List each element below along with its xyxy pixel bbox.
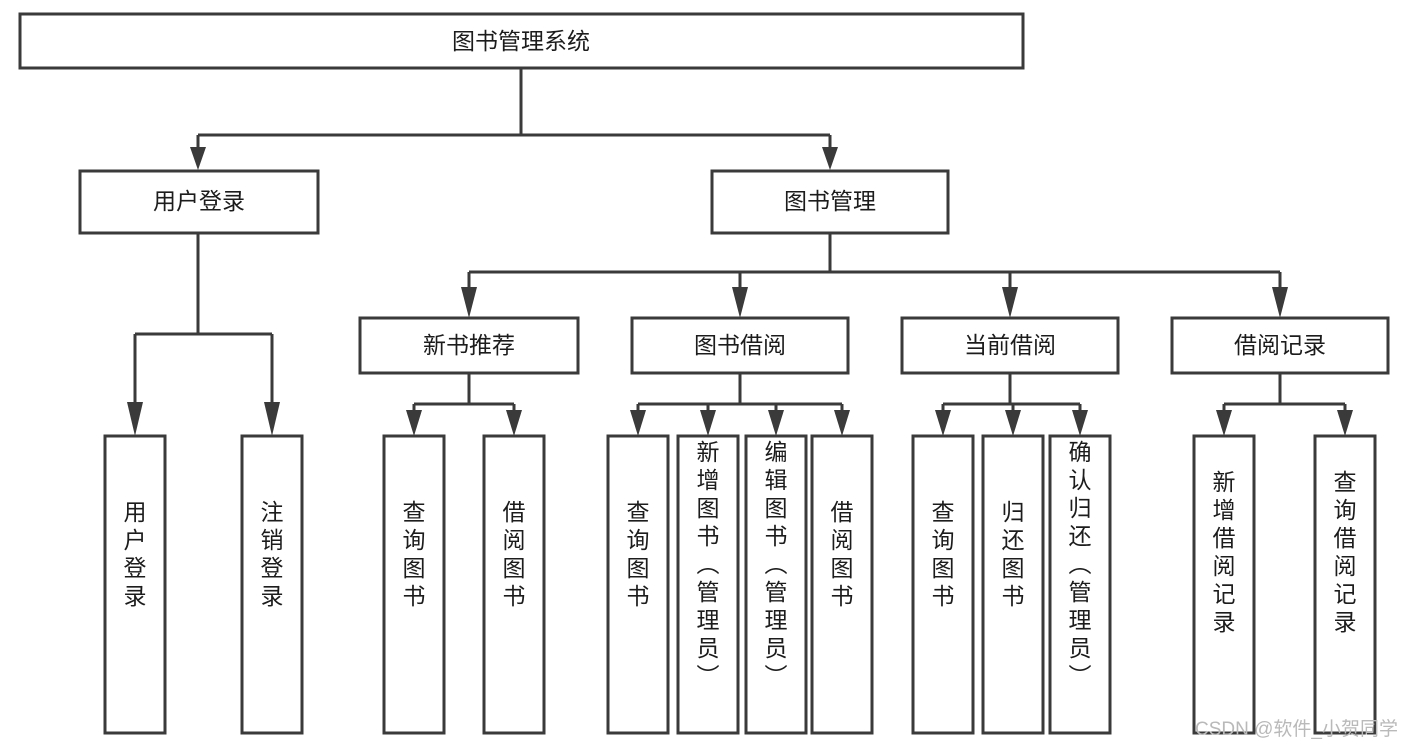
node-book-manage-label: 图书管理 xyxy=(784,188,876,214)
node-root-box[interactable] xyxy=(18,12,1025,70)
node-leaf-query-record[interactable]: 查询借阅记录 xyxy=(1313,434,1377,735)
node-leaf-query-book-1-label: 查询图书 xyxy=(403,499,426,609)
node-book-manage-box[interactable] xyxy=(710,169,950,235)
arrow-head-leaf-confirm-return xyxy=(1072,410,1088,436)
node-leaf-borrow-book-1-label: 借阅图书 xyxy=(503,499,526,609)
node-leaf-query-book-3[interactable]: 查询图书 xyxy=(911,434,975,735)
node-new-book-recommend[interactable]: 新书推荐 xyxy=(358,316,580,375)
node-leaf-return-book-label: 归还图书 xyxy=(1002,499,1025,609)
node-borrow-record-box[interactable] xyxy=(1170,316,1390,375)
node-book-manage[interactable]: 图书管理 xyxy=(710,169,950,235)
node-leaf-add-record[interactable]: 新增借阅记录 xyxy=(1192,434,1256,735)
node-leaf-edit-book-label: 编辑图书︵管理员︶ xyxy=(765,439,788,689)
node-leaf-confirm-return-label: 确认归还︵管理员︶ xyxy=(1069,439,1092,689)
node-leaf-user-login-label: 用户登录 xyxy=(124,499,147,609)
node-leaf-query-book-2[interactable]: 查询图书 xyxy=(606,434,670,735)
node-book-borrow-label: 图书借阅 xyxy=(694,332,786,358)
arrow-head-leaf-borrow-book-1 xyxy=(506,410,522,436)
node-leaf-return-book[interactable]: 归还图书 xyxy=(981,434,1045,735)
node-leaf-query-book-1[interactable]: 查询图书 xyxy=(382,434,446,735)
arrow-head-book-borrow xyxy=(732,287,748,318)
node-borrow-record[interactable]: 借阅记录 xyxy=(1170,316,1390,375)
arrow-head-leaf-return-book xyxy=(1005,410,1021,436)
node-user-login-box[interactable] xyxy=(78,169,320,235)
node-leaf-borrow-book-2-label: 借阅图书 xyxy=(831,499,854,609)
node-leaf-query-book-3-box[interactable] xyxy=(911,434,975,735)
arrow-head-leaf-user-login xyxy=(127,402,143,436)
arrow-head-leaf-query-book-2 xyxy=(630,410,646,436)
node-leaf-add-record-box[interactable] xyxy=(1192,434,1256,735)
connector-layer xyxy=(127,68,1353,436)
arrow-head-leaf-query-record xyxy=(1337,410,1353,436)
arrow-head-book-manage xyxy=(822,147,838,170)
node-leaf-add-book-box[interactable] xyxy=(676,434,740,735)
arrow-head-leaf-add-book xyxy=(700,410,716,436)
node-new-book-recommend-label: 新书推荐 xyxy=(423,332,515,358)
node-leaf-add-book[interactable]: 新增图书︵管理员︶ xyxy=(676,434,740,735)
node-current-borrow-box[interactable] xyxy=(900,316,1120,375)
node-leaf-user-login-box[interactable] xyxy=(103,434,167,735)
arrow-head-user-login xyxy=(190,147,206,170)
node-leaf-edit-book[interactable]: 编辑图书︵管理员︶ xyxy=(744,434,808,735)
node-leaf-user-logout-box[interactable] xyxy=(240,434,304,735)
arrow-head-current-borrow xyxy=(1002,287,1018,318)
node-leaf-edit-book-box[interactable] xyxy=(744,434,808,735)
node-new-book-recommend-box[interactable] xyxy=(358,316,580,375)
node-root-label: 图书管理系统 xyxy=(452,28,590,54)
node-user-login[interactable]: 用户登录 xyxy=(78,169,320,235)
node-current-borrow[interactable]: 当前借阅 xyxy=(900,316,1120,375)
node-leaf-query-book-2-box[interactable] xyxy=(606,434,670,735)
node-leaf-confirm-return-box[interactable] xyxy=(1048,434,1112,735)
node-leaf-query-book-1-box[interactable] xyxy=(382,434,446,735)
node-user-login-label: 用户登录 xyxy=(153,188,245,214)
node-book-borrow[interactable]: 图书借阅 xyxy=(630,316,850,375)
node-leaf-user-logout-label: 注销登录 xyxy=(261,499,284,609)
node-root[interactable]: 图书管理系统 xyxy=(18,12,1025,70)
node-book-borrow-box[interactable] xyxy=(630,316,850,375)
arrow-head-leaf-user-logout xyxy=(264,402,280,436)
node-leaf-query-record-box[interactable] xyxy=(1313,434,1377,735)
node-leaf-query-book-3-label: 查询图书 xyxy=(932,499,955,609)
node-leaf-borrow-book-2-box[interactable] xyxy=(810,434,874,735)
arrow-head-leaf-query-book-3 xyxy=(935,410,951,436)
node-leaf-add-book-label: 新增图书︵管理员︶ xyxy=(697,439,720,689)
arrow-head-leaf-borrow-book-2 xyxy=(834,410,850,436)
arrow-head-leaf-query-book-1 xyxy=(406,410,422,436)
node-leaf-borrow-book-1-box[interactable] xyxy=(482,434,546,735)
arrow-head-leaf-edit-book xyxy=(768,410,784,436)
node-leaf-borrow-book-2[interactable]: 借阅图书 xyxy=(810,434,874,735)
node-leaf-query-book-2-label: 查询图书 xyxy=(627,499,650,609)
arrow-head-borrow-record xyxy=(1272,287,1288,318)
node-borrow-record-label: 借阅记录 xyxy=(1234,332,1326,358)
node-leaf-borrow-book-1[interactable]: 借阅图书 xyxy=(482,434,546,735)
node-leaf-user-logout[interactable]: 注销登录 xyxy=(240,434,304,735)
node-leaf-user-login[interactable]: 用户登录 xyxy=(103,434,167,735)
node-leaf-query-record-label: 查询借阅记录 xyxy=(1334,469,1357,635)
node-current-borrow-label: 当前借阅 xyxy=(964,332,1056,358)
node-leaf-confirm-return[interactable]: 确认归还︵管理员︶ xyxy=(1048,434,1112,735)
arrow-head-new-book-recommend xyxy=(461,287,477,318)
node-leaf-return-book-box[interactable] xyxy=(981,434,1045,735)
csdn-watermark: CSDN @软件_小贺同学 xyxy=(1195,718,1398,740)
node-leaf-add-record-label: 新增借阅记录 xyxy=(1213,469,1236,635)
arrow-head-leaf-add-record xyxy=(1216,410,1232,436)
